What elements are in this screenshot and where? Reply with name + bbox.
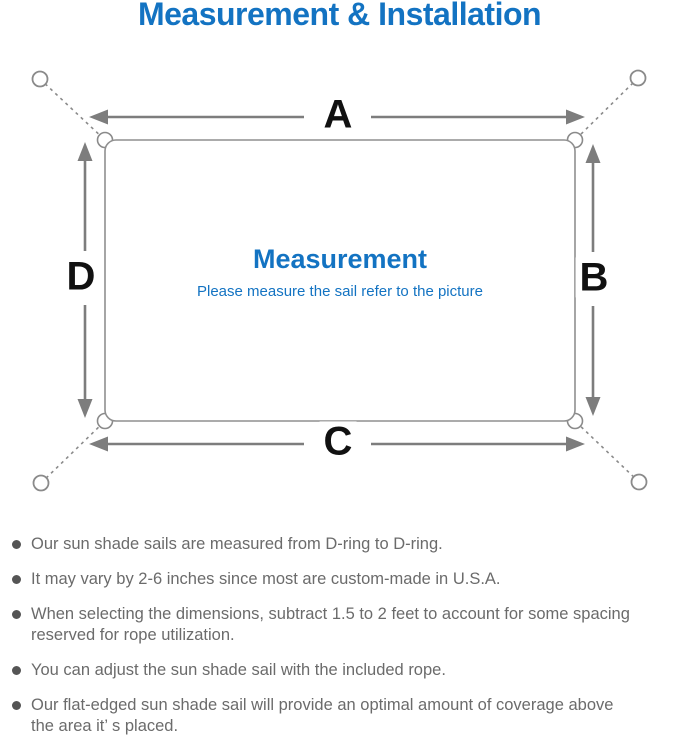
dimension-arrowheads	[77, 109, 601, 452]
dimension-label-d: D	[62, 256, 100, 297]
list-item: It may vary by 2-6 inches since most are…	[12, 569, 675, 590]
note-text-line: reserved for rope utilization.	[31, 626, 235, 644]
note-text-line: Our flat-edged sun shade sail will provi…	[31, 696, 614, 714]
notes-list: Our sun shade sails are measured from D-…	[12, 534, 675, 751]
rope-dashed-line-topright	[574, 77, 639, 141]
arrowhead-b-up	[585, 144, 601, 163]
anchor-point-circle-topleft	[31, 70, 49, 88]
arrowhead-c-left	[89, 436, 108, 452]
bullet-dot	[12, 540, 21, 549]
arrowhead-c-right	[566, 436, 585, 452]
arrowhead-d-down	[77, 399, 93, 418]
measurement-subtext: Please measure the sail refer to the pic…	[197, 283, 483, 301]
bullet-dot	[12, 575, 21, 584]
anchor-point-circle-bottomleft	[32, 474, 50, 492]
measurement-heading: Measurement	[252, 244, 428, 274]
list-item: Our sun shade sails are measured from D-…	[12, 534, 675, 555]
anchor-point-circle-topright	[629, 69, 647, 87]
dimension-arrow-lines	[83, 115, 595, 446]
arrowhead-b-down	[585, 397, 601, 416]
sail-measurement-diagram	[31, 69, 648, 492]
rope-dashed-line-bottomleft	[40, 420, 106, 484]
arrowhead-a-right	[566, 109, 585, 125]
arrowhead-d-up	[77, 142, 93, 161]
dimension-label-a: A	[319, 94, 357, 135]
rope-dashed-lines	[39, 77, 640, 484]
note-text-line: Our sun shade sails are measured from D-…	[31, 535, 443, 553]
bullet-dot	[12, 610, 21, 619]
note-text-line: You can adjust the sun shade sail with t…	[31, 661, 446, 679]
note-text-line: It may vary by 2-6 inches since most are…	[31, 570, 501, 588]
note-text-line: the area it’ s placed.	[31, 717, 179, 735]
bullet-dot	[12, 666, 21, 675]
list-item: Our flat-edged sun shade sail will provi…	[12, 695, 675, 737]
dimension-label-b: B	[575, 257, 613, 298]
arrowhead-a-left	[89, 109, 108, 125]
sail-center-caption: Measurement Please measure the sail refe…	[105, 244, 575, 301]
list-item: When selecting the dimensions, subtract …	[12, 604, 675, 646]
page-title: Measurement & Installation	[137, 0, 542, 32]
bullet-dot	[12, 701, 21, 710]
list-item: You can adjust the sun shade sail with t…	[12, 660, 675, 681]
anchor-point-circle-bottomright	[630, 473, 648, 491]
rope-dashed-line-bottomright	[574, 420, 640, 483]
anchor-points	[31, 69, 648, 492]
note-text-line: When selecting the dimensions, subtract …	[31, 605, 630, 623]
rope-dashed-line-topleft	[39, 78, 106, 141]
dimension-label-c: C	[319, 421, 357, 462]
sail-outline	[104, 139, 576, 422]
